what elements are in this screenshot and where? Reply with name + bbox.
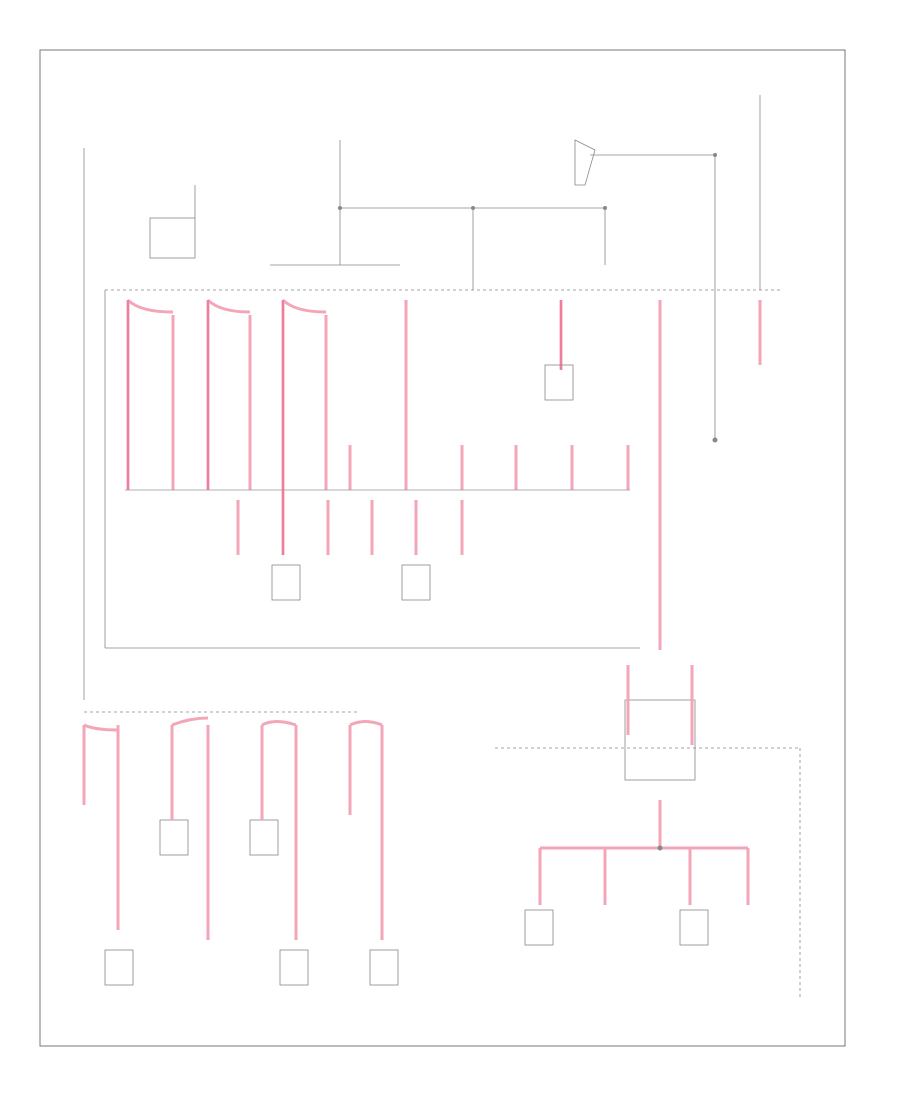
module-outline — [495, 699, 801, 1000]
splice-points — [338, 153, 718, 851]
fuse-block-outline — [83, 148, 780, 700]
fuse-wires-pink-dark — [127, 300, 562, 555]
module-wires — [538, 665, 750, 905]
lower-stubs — [236, 500, 464, 555]
lower-left-wires — [82, 716, 384, 940]
connector-boxes — [104, 364, 709, 986]
diagram-border — [39, 49, 846, 1047]
fuse-wires-pink — [126, 298, 762, 650]
top-feed-lines — [149, 95, 761, 440]
